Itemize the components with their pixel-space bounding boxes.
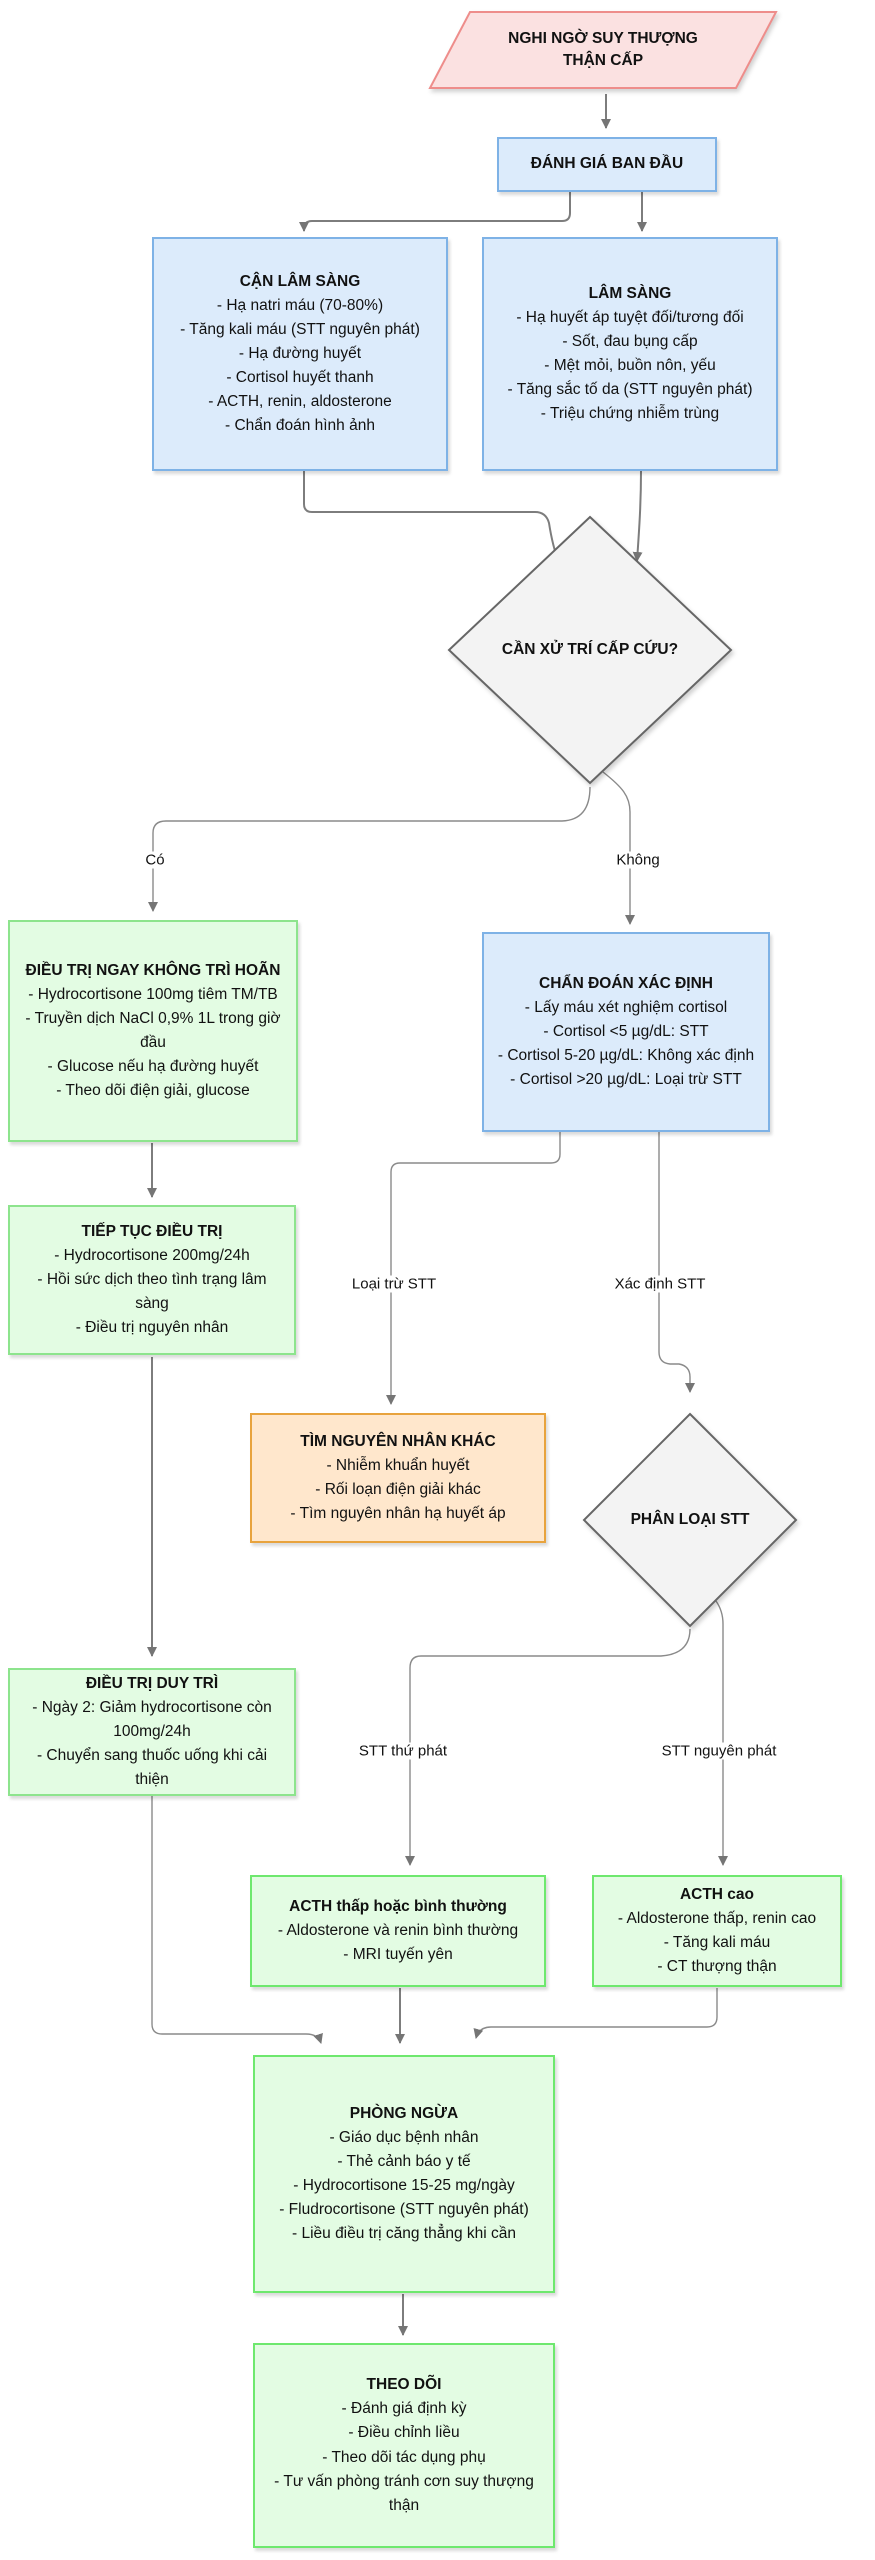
parallelogram-shape xyxy=(428,11,778,89)
edge-label-loai-tru-stt: Loại trừ STT xyxy=(348,1275,440,1293)
edge-label-khong: Không xyxy=(613,851,663,869)
node-start-label: NGHI NGỜ SUY THƯỢNG THẬN CẤP xyxy=(508,29,698,69)
node-can-lam-sang: CẬN LÂM SÀNG - Hạ natri máu (70-80%) - T… xyxy=(152,237,448,471)
edge-chandoan-phanloai xyxy=(658,1128,695,1393)
edge-label-stt-thu-phat: STT thứ phát xyxy=(355,1742,451,1760)
edge-diamond-khong xyxy=(602,771,635,925)
node-phong-ngua: PHÒNG NGỪA - Giáo dục bệnh nhân - Thẻ cả… xyxy=(253,2055,555,2293)
edge-chandoan-timnguyennhan xyxy=(386,1128,561,1405)
node-title: ĐIỀU TRỊ NGAY KHÔNG TRÌ HOÃN xyxy=(25,961,281,979)
edge-canlamsang-diamond xyxy=(303,471,561,564)
node-phan-loai-stt-label: PHÂN LOẠI STT xyxy=(630,1510,750,1528)
node-title: TIẾP TỤC ĐIỀU TRỊ xyxy=(81,1222,223,1240)
node-body: - Ngày 2: Giảm hydrocortisone còn 100mg/… xyxy=(32,1698,272,1789)
node-body: - Nhiễm khuẩn huyết - Rối loạn điện giải… xyxy=(290,1456,506,1523)
node-theo-doi: THEO DÕI - Đánh giá định kỳ - Điều chỉnh… xyxy=(253,2343,555,2548)
edge-lamsang-diamond xyxy=(632,470,643,562)
edge-phanloai-acththap xyxy=(405,1628,691,1866)
edge-danhgia-canlamsang xyxy=(299,192,571,232)
edge-label-xac-dinh-stt: Xác định STT xyxy=(611,1275,709,1293)
diamond-shape xyxy=(582,1412,798,1628)
node-title: ACTH cao xyxy=(679,1885,755,1903)
node-acth-cao: ACTH cao - Aldosterone thấp, renin cao -… xyxy=(592,1875,842,1987)
node-body: - Hydrocortisone 100mg tiêm TM/TB - Truy… xyxy=(25,985,281,1100)
node-start: NGHI NGỜ SUY THƯỢNG THẬN CẤP xyxy=(428,10,778,90)
node-dieu-tri-duy-tri: ĐIỀU TRỊ DUY TRÌ - Ngày 2: Giảm hydrocor… xyxy=(8,1668,296,1796)
node-body: - Lấy máu xét nghiệm cortisol - Cortisol… xyxy=(497,998,755,1089)
edge-phanloai-acthcao xyxy=(715,1600,728,1866)
node-dieu-tri-ngay: ĐIỀU TRỊ NGAY KHÔNG TRÌ HOÃN - Hydrocort… xyxy=(8,920,298,1142)
node-title: CHẨN ĐOÁN XÁC ĐỊNH xyxy=(539,974,713,992)
edge-acthcao-phongngua xyxy=(473,1988,718,2039)
node-can-xu-tri-label: CẦN XỬ TRÍ CẤP CỨU? xyxy=(501,640,679,658)
node-title: THEO DÕI xyxy=(366,2376,442,2394)
node-body: - Aldosterone và renin bình thường - MRI… xyxy=(277,1921,519,1963)
node-can-xu-tri-diamond: CẦN XỬ TRÍ CẤP CỨU? xyxy=(447,515,733,785)
node-phan-loai-stt-diamond: PHÂN LOẠI STT xyxy=(582,1412,798,1628)
node-body: - Hạ natri máu (70-80%) - Tăng kali máu … xyxy=(180,296,420,435)
node-danh-gia-ban-dau: ĐÁNH GIÁ BAN ĐẦU xyxy=(497,137,717,192)
edge-duytri-phongngua xyxy=(151,1794,323,2044)
node-title: ĐIỀU TRỊ DUY TRÌ xyxy=(85,1674,219,1692)
node-body: - Giáo dục bệnh nhân - Thẻ cảnh báo y tế… xyxy=(279,2128,529,2243)
node-title: LÂM SÀNG xyxy=(588,284,672,302)
node-title: ĐÁNH GIÁ BAN ĐẦU xyxy=(530,155,684,173)
node-chan-doan-xac-dinh: CHẨN ĐOÁN XÁC ĐỊNH - Lấy máu xét nghiệm … xyxy=(482,932,770,1132)
node-body: - Aldosterone thấp, renin cao - Tăng kal… xyxy=(617,1909,817,1976)
node-title: ACTH thấp hoặc bình thường xyxy=(289,1897,507,1915)
edge-label-co: Có xyxy=(142,851,168,869)
node-body: - Hạ huyết áp tuyệt đối/tương đối - Sốt,… xyxy=(507,308,753,423)
node-lam-sang: LÂM SÀNG - Hạ huyết áp tuyệt đối/tương đ… xyxy=(482,237,778,471)
node-tim-nguyen-nhan-khac: TÌM NGUYÊN NHÂN KHÁC - Nhiễm khuẩn huyết… xyxy=(250,1413,546,1543)
diamond-shape xyxy=(447,515,733,785)
node-title: CẬN LÂM SÀNG xyxy=(239,272,361,290)
node-body: - Hydrocortisone 200mg/24h - Hồi sức dịc… xyxy=(37,1246,267,1337)
node-body: - Đánh giá định kỳ - Điều chỉnh liều - T… xyxy=(274,2400,534,2514)
node-title: TÌM NGUYÊN NHÂN KHÁC xyxy=(300,1432,496,1450)
edge-diamond-co xyxy=(148,786,591,912)
edge-label-stt-nguyen-phat: STT nguyên phát xyxy=(658,1742,780,1760)
node-acth-thap: ACTH thấp hoặc bình thường - Aldosterone… xyxy=(250,1875,546,1987)
node-title: PHÒNG NGỪA xyxy=(349,2104,459,2122)
node-tiep-tuc-dieu-tri: TIẾP TỤC ĐIỀU TRỊ - Hydrocortisone 200mg… xyxy=(8,1205,296,1355)
